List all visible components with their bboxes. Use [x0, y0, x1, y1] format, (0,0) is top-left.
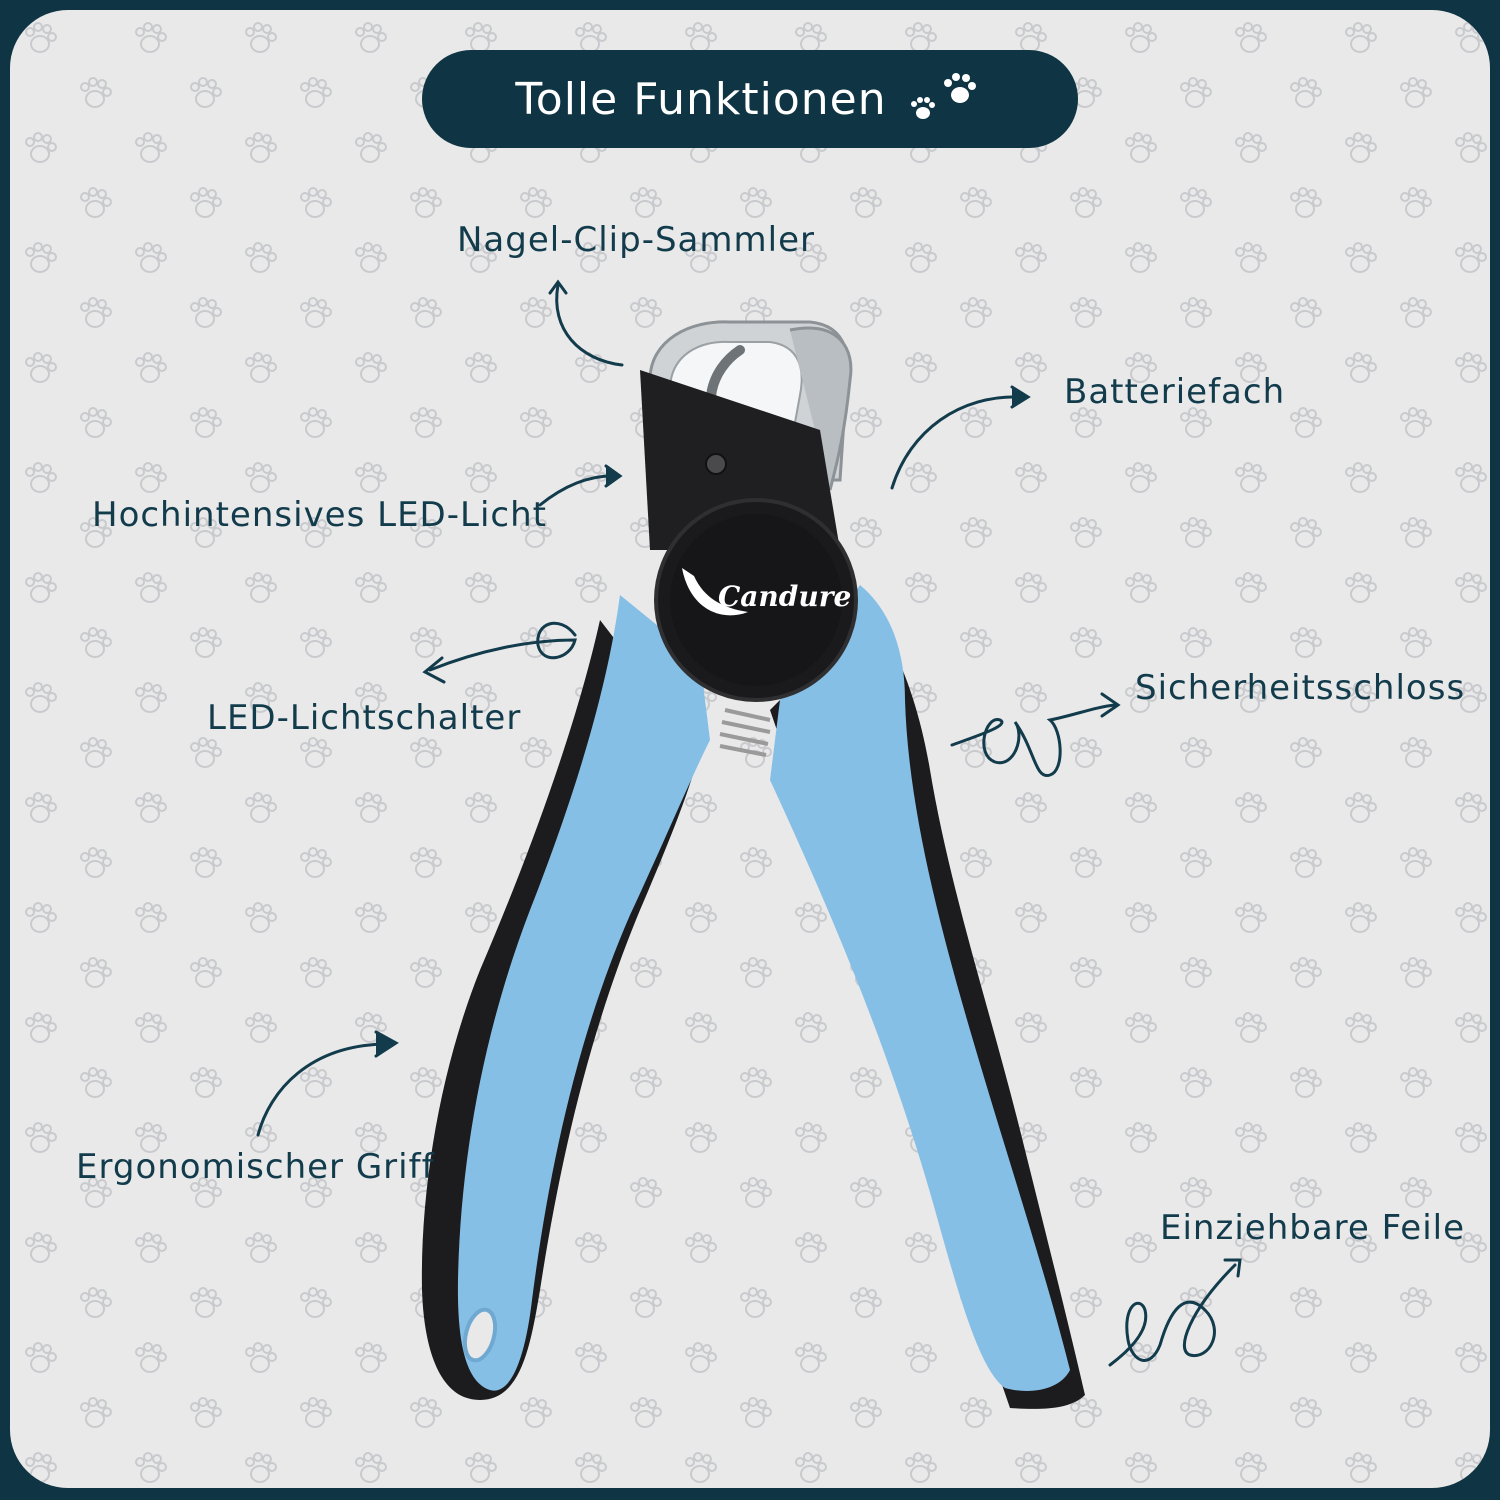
- brand-logo-text: Candure: [718, 580, 851, 613]
- arrow-clip-collector: [555, 283, 624, 367]
- label-grip: Ergonomischer Griff: [76, 1147, 435, 1187]
- arrow-led-light: [538, 474, 618, 507]
- feature-card: Tolle Funktionen: [10, 10, 1490, 1488]
- arrow-grip: [256, 1042, 388, 1137]
- label-battery: Batteriefach: [1064, 372, 1286, 412]
- arrow-safety-lock: [950, 703, 1117, 777]
- annotation-arrows: [256, 279, 1242, 1367]
- paw-prints-icon: [910, 73, 976, 119]
- arrow-led-switch: [428, 621, 577, 672]
- title-banner: Tolle Funktionen: [422, 50, 1078, 148]
- arrow-file: [1108, 1263, 1237, 1367]
- label-led-light: Hochintensives LED-Licht: [92, 495, 547, 535]
- label-clip-collector: Nagel-Clip-Sammler: [457, 220, 815, 260]
- paw-pattern-background: [10, 10, 1490, 1488]
- nail-clipper-illustration: Candure: [421, 320, 1085, 1409]
- arrow-battery: [890, 395, 1022, 490]
- page-title: Tolle Funktionen: [515, 73, 887, 125]
- label-file: Einziehbare Feile: [1160, 1208, 1466, 1248]
- label-led-switch: LED-Lichtschalter: [207, 698, 522, 738]
- label-safety-lock: Sicherheitsschloss: [1135, 668, 1466, 708]
